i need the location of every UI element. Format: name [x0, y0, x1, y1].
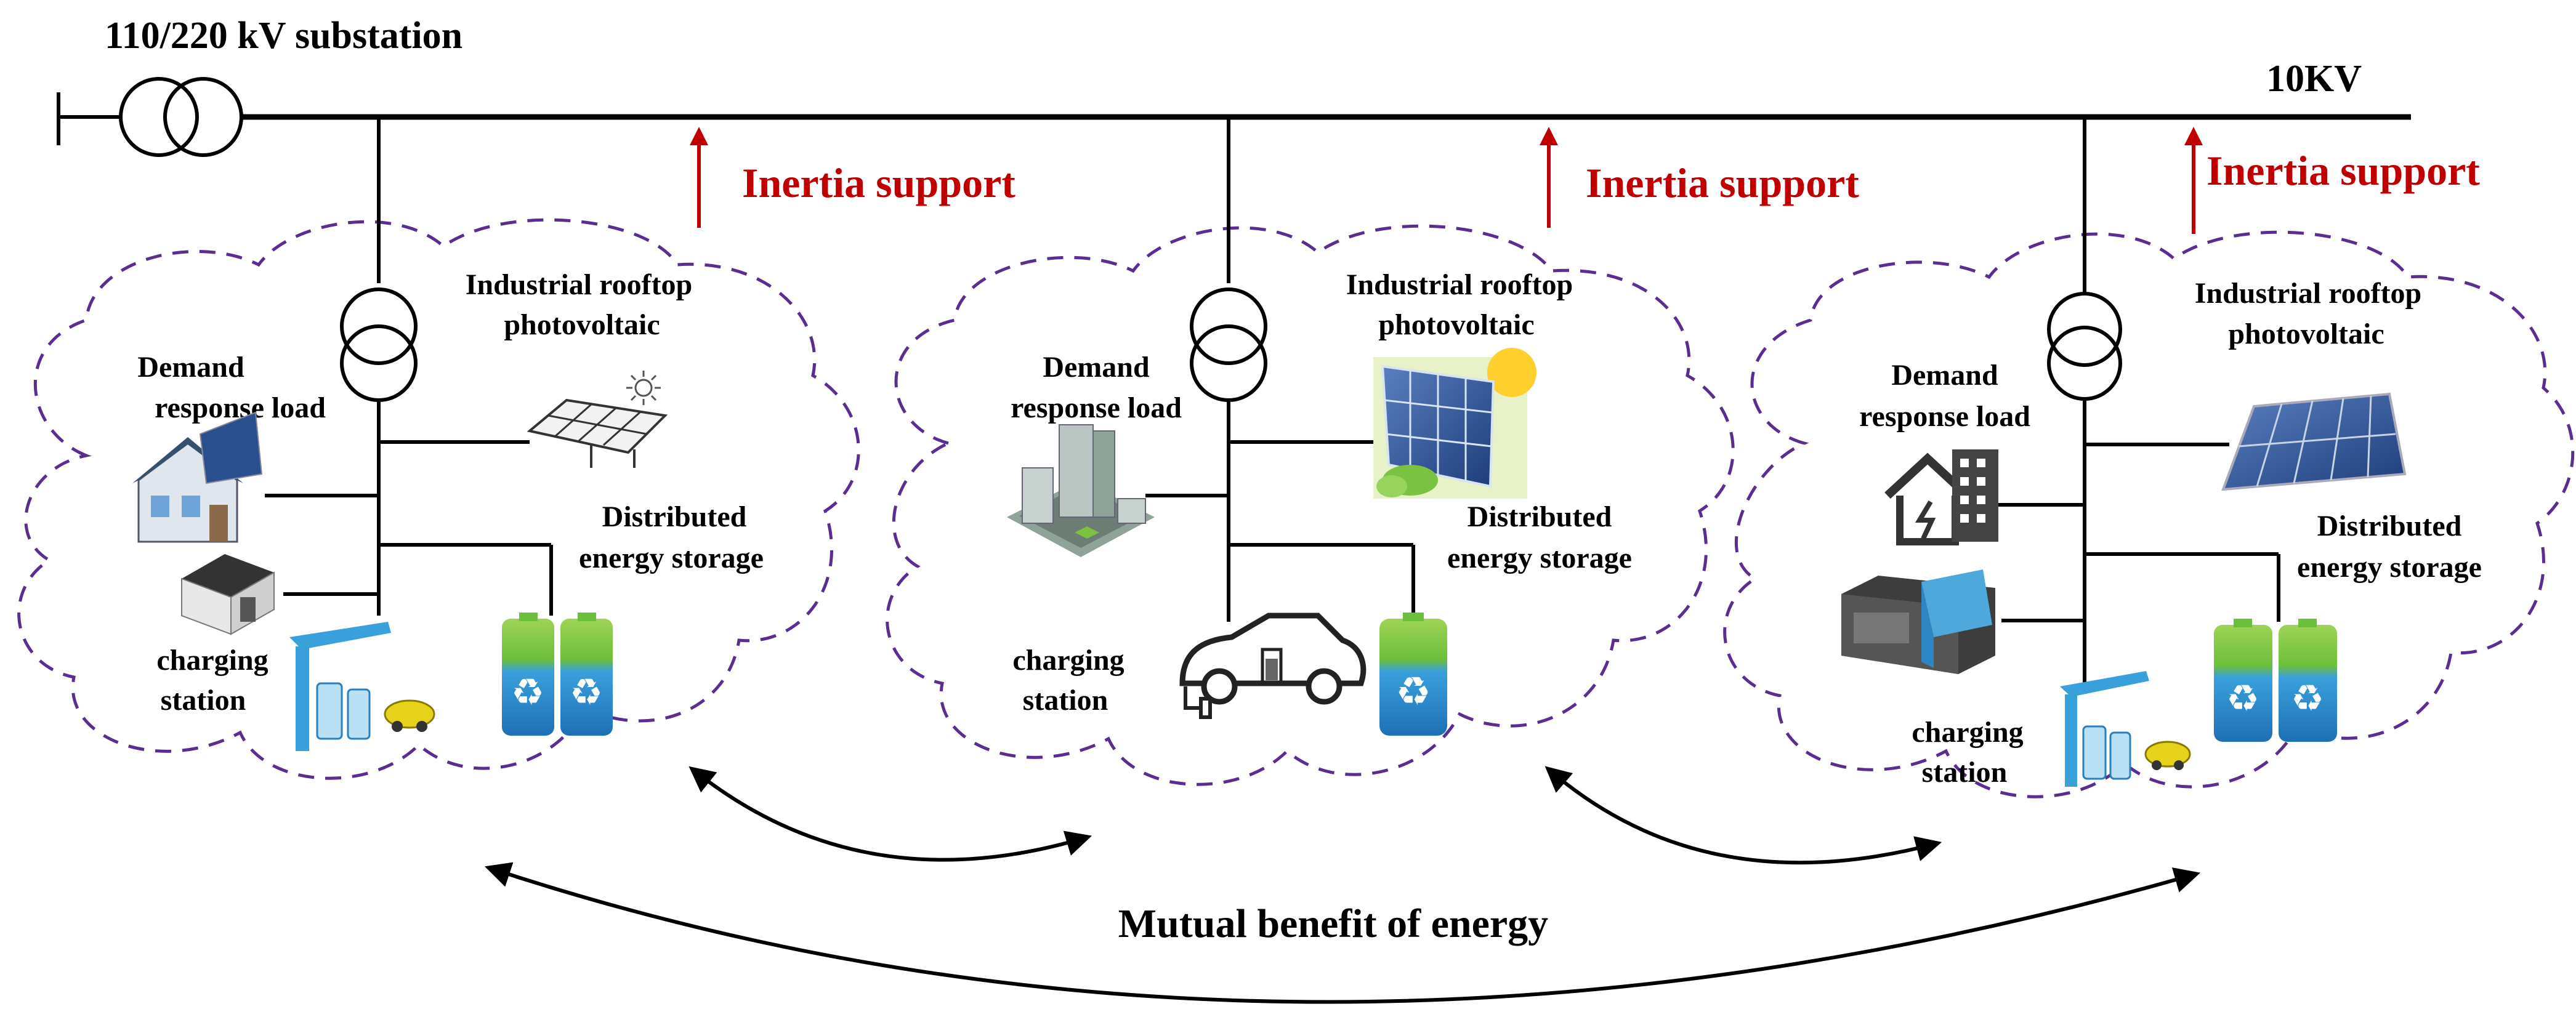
inertia-support-3: Inertia support	[2184, 127, 2480, 234]
storage-label-line2: energy storage	[1447, 542, 1632, 574]
pv-label-line1: Industrial rooftop	[466, 268, 693, 301]
transformer-coil-1	[1190, 287, 1267, 365]
svg-text:♻: ♻	[2291, 677, 2324, 720]
battery-storage-icon: ♻	[1379, 613, 1447, 736]
substation: 110/220 kV substation	[57, 15, 462, 157]
sun-icon	[626, 371, 661, 405]
svg-text:♻: ♻	[570, 671, 603, 714]
microgrid-2: Demand response load Industrial rooftop …	[1007, 117, 1632, 736]
charging-label-line1: charging	[156, 644, 268, 677]
smart-house-icon	[132, 411, 263, 543]
charging-label-line1: charging	[1912, 716, 2023, 749]
exchange-arrow-2-3	[1544, 766, 1942, 865]
svg-text:♻: ♻	[511, 671, 544, 714]
charging-station-icon	[289, 622, 435, 751]
substation-label: 110/220 kV substation	[105, 15, 462, 57]
microgrid-3: Demand response load Industrial rooftop …	[1841, 117, 2482, 789]
pv-label-line1: Industrial rooftop	[1346, 268, 1573, 301]
storage-label-line2: energy storage	[2297, 551, 2482, 584]
mutual-benefit-label: Mutual benefit of energy	[1118, 901, 1548, 946]
inertia-label: Inertia support	[1586, 159, 1859, 206]
pv-label-line1: Industrial rooftop	[2195, 277, 2422, 310]
inertia-label: Inertia support	[742, 159, 1015, 206]
charging-label-line2: station	[161, 684, 246, 717]
buildings-icon	[1007, 424, 1155, 557]
pv-label-line2: photovoltaic	[1378, 308, 1534, 341]
storage-label-line1: Distributed	[2317, 510, 2462, 542]
battery-storage-icon: ♻ ♻	[502, 613, 613, 736]
charging-label-line2: station	[1023, 684, 1108, 717]
exchange-arrow-1-2	[688, 766, 1092, 862]
inertia-support-1: Inertia support	[690, 127, 1015, 228]
storage-label-line2: energy storage	[579, 542, 764, 574]
bus-label: 10KV	[2266, 58, 2362, 100]
storage-label-line1: Distributed	[602, 500, 747, 533]
demand-label-line2: response load	[1859, 400, 2030, 433]
substation-transformer-coil-2	[163, 77, 243, 157]
battery-storage-icon: ♻ ♻	[2214, 619, 2337, 742]
charging-label-line1: charging	[1012, 644, 1124, 677]
demand-label-line1: Demand	[1891, 359, 1998, 392]
demand-label-line1: Demand	[137, 351, 244, 384]
microgrid-cloud-1	[17, 218, 860, 780]
svg-text:♻: ♻	[1395, 669, 1431, 715]
substation-transformer-coil-1	[119, 77, 199, 157]
microgrid-1: Demand response load Industrial rooftop …	[132, 117, 764, 751]
pv-label-line2: photovoltaic	[504, 308, 660, 341]
exchange-arrow-1-3	[485, 862, 2201, 1004]
microgrid-cloud-2	[886, 224, 1735, 786]
transformer-coil-1	[340, 287, 418, 365]
charging-station-icon	[2060, 671, 2191, 787]
svg-text:♻: ♻	[2226, 677, 2259, 720]
solar-panel-icon	[527, 398, 668, 468]
demand-label-line1: Demand	[1043, 351, 1150, 384]
pv-label-line2: photovoltaic	[2228, 318, 2384, 350]
rooftop-house-icon	[181, 554, 275, 635]
generator-icon	[1841, 569, 1995, 674]
solar-panel-icon	[1373, 348, 1536, 499]
smart-home-icon	[1884, 449, 1998, 545]
transformer-coil-1	[2047, 292, 2122, 367]
solar-panel-icon	[2221, 392, 2407, 491]
inertia-label: Inertia support	[2207, 147, 2480, 194]
storage-label-line1: Distributed	[1468, 500, 1612, 533]
microgrid-cloud-3	[1723, 230, 2575, 798]
ev-charger-icon	[1179, 613, 1367, 719]
demand-label-line2: response load	[1011, 392, 1182, 424]
charging-label-line2: station	[1922, 756, 2008, 789]
inertia-support-2: Inertia support	[1540, 127, 1859, 228]
